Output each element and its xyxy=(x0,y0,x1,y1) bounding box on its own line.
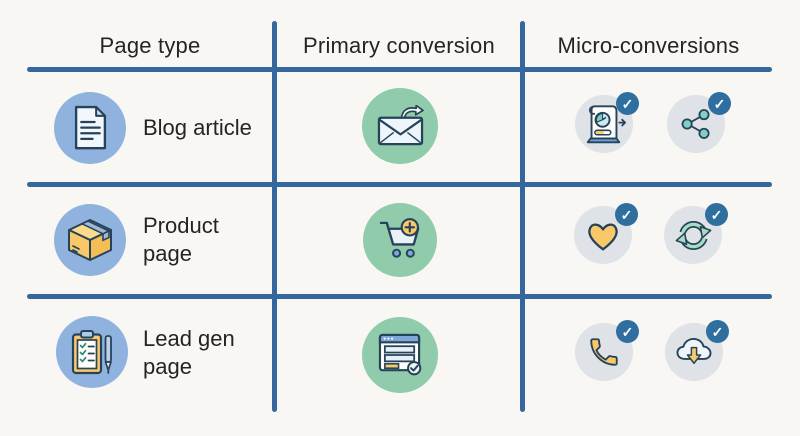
phone-call-icon xyxy=(590,338,618,366)
wishlist-heart-icon xyxy=(588,223,618,251)
check-icon: ✓ xyxy=(621,323,634,340)
check-icon: ✓ xyxy=(621,95,634,112)
document-icon xyxy=(74,106,106,150)
check-icon: ✓ xyxy=(710,206,723,223)
micro-conversion-circle-wishlist: ✓ xyxy=(574,203,638,264)
label-line: page xyxy=(143,241,192,266)
check-icon: ✓ xyxy=(620,206,633,223)
check-badge: ✓ xyxy=(616,320,639,343)
primary-conversion-circle-product xyxy=(363,203,437,277)
check-badge: ✓ xyxy=(706,320,729,343)
check-badge: ✓ xyxy=(615,203,638,226)
label-line: page xyxy=(143,354,192,379)
column-divider-1 xyxy=(272,21,277,412)
share-icon xyxy=(681,109,710,139)
cloud-download-icon xyxy=(676,338,712,365)
page-type-label-product: Product page xyxy=(143,212,219,268)
clipboard-checklist-icon xyxy=(71,330,112,375)
compare-refresh-icon xyxy=(675,220,711,250)
header-page-type: Page type xyxy=(99,33,201,58)
page-type-circle-product xyxy=(54,204,126,276)
header-primary-conversion: Primary conversion xyxy=(303,33,495,58)
micro-conversion-circle-phone: ✓ xyxy=(575,320,639,381)
label-line: Blog article xyxy=(143,115,252,140)
row-divider-1 xyxy=(27,182,772,187)
email-signup-icon xyxy=(377,105,424,146)
label-line: Lead gen xyxy=(143,326,235,351)
check-icon: ✓ xyxy=(713,95,726,112)
add-to-cart-icon xyxy=(379,218,419,259)
label-line: Product xyxy=(143,213,219,238)
check-badge: ✓ xyxy=(616,92,639,115)
check-icon: ✓ xyxy=(711,323,724,340)
micro-conversion-circle-download: ✓ xyxy=(665,320,729,381)
page-type-label-blog: Blog article xyxy=(143,114,252,142)
primary-conversion-circle-blog xyxy=(362,88,438,164)
header-micro-conversions: Micro-conversions xyxy=(557,33,740,58)
scroll-depth-icon xyxy=(586,105,626,144)
check-badge: ✓ xyxy=(708,92,731,115)
column-divider-2 xyxy=(520,21,525,412)
primary-conversion-circle-leadgen xyxy=(362,317,438,393)
package-icon xyxy=(68,219,112,261)
header-divider xyxy=(27,67,772,72)
form-submit-icon xyxy=(378,334,421,376)
micro-conversion-circle-scroll-depth: ✓ xyxy=(575,92,639,153)
page-type-circle-leadgen xyxy=(56,316,128,388)
page-type-circle-blog xyxy=(54,92,126,164)
check-badge: ✓ xyxy=(705,203,728,226)
micro-conversion-circle-share: ✓ xyxy=(667,92,731,153)
page-type-label-leadgen: Lead gen page xyxy=(143,325,235,381)
micro-conversion-circle-compare: ✓ xyxy=(664,203,728,264)
row-divider-2 xyxy=(27,294,772,299)
